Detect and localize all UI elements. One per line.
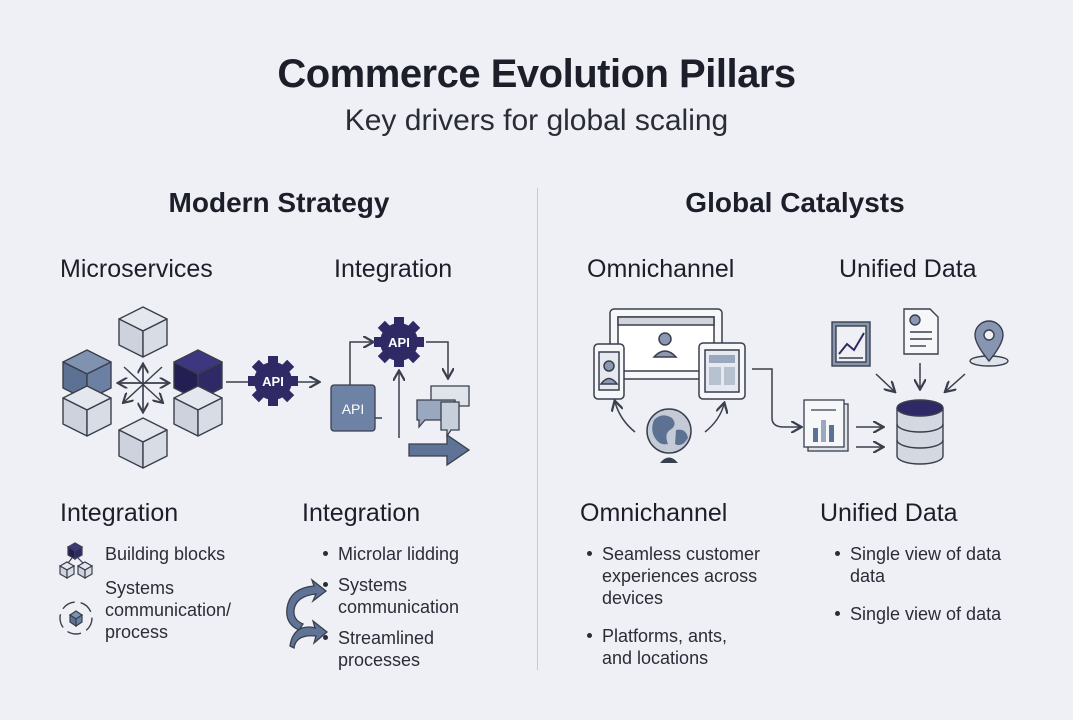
bullet-dot bbox=[323, 582, 328, 587]
systems-communication-text: Systems communication/ process bbox=[105, 578, 232, 642]
curved-arrows-icon bbox=[286, 578, 329, 649]
cube-network-icon bbox=[62, 306, 223, 469]
phone-icon bbox=[593, 343, 625, 400]
integration-label: Integration bbox=[334, 255, 453, 283]
api-box-text: API bbox=[342, 401, 365, 417]
chat-icon bbox=[416, 385, 470, 439]
bullet-dot bbox=[587, 551, 592, 556]
api-gear-text: API bbox=[388, 335, 410, 350]
unified-data-label: Unified Data bbox=[839, 255, 977, 283]
lower-integration-heading-2: Integration bbox=[302, 499, 421, 527]
page-subtitle: Key drivers for global scaling bbox=[344, 104, 729, 137]
bullet-item: Single view of data bbox=[850, 604, 1002, 624]
page-title: Commerce Evolution Pillars bbox=[277, 52, 796, 96]
bullet-item: Single view of data data bbox=[850, 544, 1002, 586]
bullet-dot bbox=[323, 635, 328, 640]
arrow-icon bbox=[408, 433, 471, 467]
cross-arrows-icon bbox=[119, 365, 168, 411]
bullet-item: Microlar lidding bbox=[338, 544, 460, 564]
bullet-item: Streamlined processes bbox=[338, 628, 435, 670]
bullet-dot bbox=[323, 551, 328, 556]
bullet-item: Platforms, ants, and locations bbox=[602, 626, 728, 668]
chart-icon bbox=[831, 321, 871, 367]
modern-strategy-heading: Modern Strategy bbox=[168, 187, 390, 218]
section-divider bbox=[537, 188, 538, 670]
report-icon bbox=[803, 399, 849, 452]
bullet-item: Seamless customer experiences across dev… bbox=[602, 544, 761, 608]
cycle-arrows bbox=[615, 368, 800, 432]
database-icon bbox=[896, 399, 944, 465]
api-gear-icon: API bbox=[374, 317, 424, 367]
tablet-icon bbox=[698, 342, 746, 400]
lower-unified-data-heading: Unified Data bbox=[820, 499, 958, 527]
document-icon bbox=[903, 308, 939, 355]
location-pin-icon bbox=[969, 320, 1009, 367]
lower-integration-heading-1: Integration bbox=[60, 499, 179, 527]
data-arrows bbox=[875, 363, 966, 391]
microservices-label: Microservices bbox=[60, 255, 213, 283]
api-gear-icon: API bbox=[248, 356, 298, 406]
bullet-dot bbox=[587, 633, 592, 638]
api-gear-text: API bbox=[262, 374, 284, 389]
bullet-dot bbox=[835, 611, 840, 616]
omnichannel-label: Omnichannel bbox=[587, 255, 735, 283]
laptop-icon bbox=[609, 308, 723, 380]
sync-cycle-icon bbox=[59, 601, 93, 635]
building-blocks-text: Building blocks bbox=[105, 544, 226, 564]
report-arrows bbox=[856, 427, 882, 447]
bullet-dot bbox=[835, 551, 840, 556]
api-box-icon: API bbox=[330, 384, 376, 432]
global-catalysts-heading: Global Catalysts bbox=[685, 187, 905, 218]
globe-icon bbox=[646, 408, 692, 463]
bullet-item: Systems communication bbox=[338, 575, 460, 617]
building-blocks-icon bbox=[58, 542, 94, 580]
integration-connectors bbox=[349, 342, 448, 438]
lower-omnichannel-heading: Omnichannel bbox=[580, 499, 728, 527]
